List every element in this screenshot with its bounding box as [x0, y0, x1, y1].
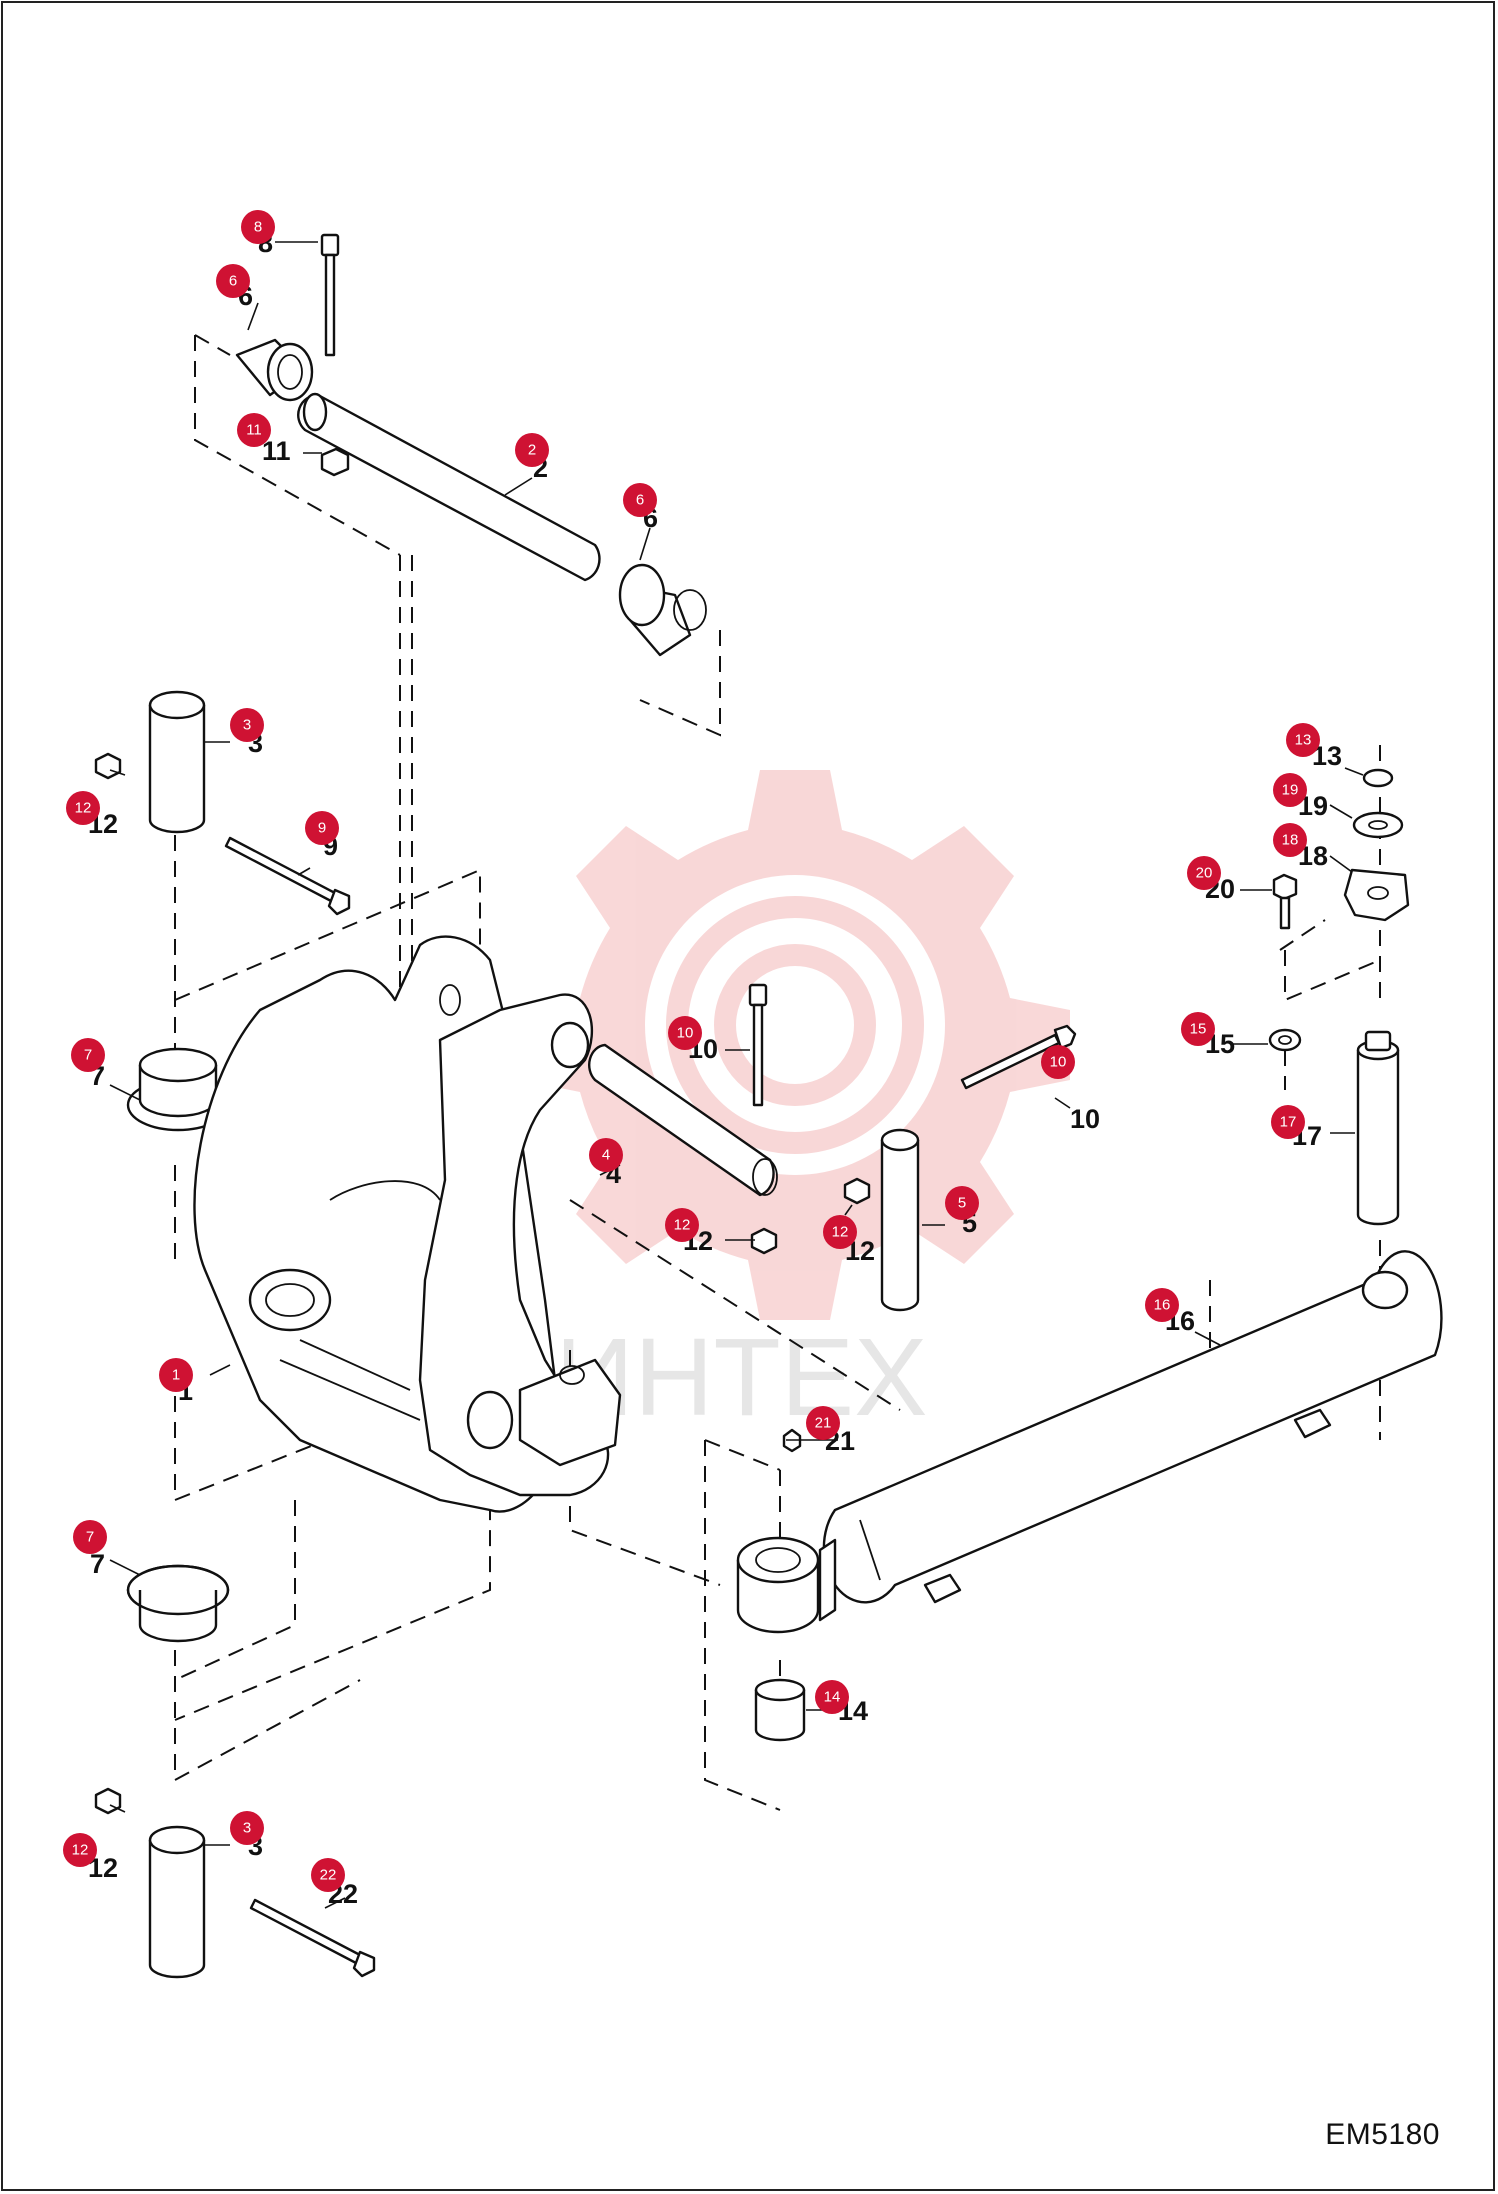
svg-text:18: 18 — [1282, 832, 1299, 849]
callout-badge-5[interactable]: 5 — [945, 1186, 979, 1220]
svg-text:22: 22 — [320, 1867, 337, 1884]
svg-text:7: 7 — [86, 1529, 94, 1546]
bolt-part-8 — [320, 233, 340, 357]
pin-part-5 — [880, 1128, 920, 1312]
callout-badge-6[interactable]: 6 — [216, 264, 250, 298]
bolt-part-10-upper — [748, 983, 768, 1107]
cylinder-eye-part-16 — [736, 1536, 820, 1634]
callout-badge-3[interactable]: 3 — [230, 1811, 264, 1845]
svg-text:3: 3 — [243, 1820, 251, 1837]
swing-frame-part-1 — [193, 935, 622, 1513]
callout-badge-1[interactable]: 1 — [159, 1358, 193, 1392]
pin-part-3-lower — [148, 1825, 206, 1979]
svg-text:16: 16 — [1154, 1297, 1171, 1314]
callout-badge-7[interactable]: 7 — [71, 1038, 105, 1072]
callout-badge-18[interactable]: 18 — [1273, 823, 1307, 857]
nut-part-12-d — [843, 1177, 871, 1205]
callout-badge-9[interactable]: 9 — [305, 811, 339, 845]
callout-badge-12[interactable]: 12 — [823, 1215, 857, 1249]
nut-part-12-a — [94, 752, 122, 780]
svg-text:12: 12 — [832, 1224, 849, 1241]
pin-part-4 — [588, 1043, 778, 1197]
svg-text:9: 9 — [318, 820, 326, 837]
svg-text:19: 19 — [1282, 782, 1299, 799]
callout-badge-13[interactable]: 13 — [1286, 723, 1320, 757]
nut-part-11 — [320, 447, 350, 477]
pin-part-3-upper — [148, 690, 206, 834]
callout-badge-20[interactable]: 20 — [1187, 856, 1221, 890]
washer-part-15 — [1268, 1028, 1302, 1052]
callout-badge-12[interactable]: 12 — [66, 791, 100, 825]
svg-text:8: 8 — [254, 219, 262, 236]
washer-part-19 — [1352, 811, 1404, 839]
bushing-part-7-lower — [126, 1564, 230, 1643]
bushing-part-6-right — [618, 563, 707, 657]
bolt-part-22 — [249, 1898, 376, 1978]
callout-badge-4[interactable]: 4 — [589, 1138, 623, 1172]
svg-text:2: 2 — [528, 442, 536, 459]
svg-text:11: 11 — [246, 422, 262, 439]
bolt-part-20 — [1272, 873, 1298, 930]
callout-badge-22[interactable]: 22 — [311, 1858, 345, 1892]
svg-text:12: 12 — [75, 800, 92, 817]
part-number: 10 — [1070, 1104, 1100, 1134]
snap-ring-part-13 — [1362, 768, 1394, 788]
svg-text:3: 3 — [243, 717, 251, 734]
nut-part-12-c — [750, 1227, 778, 1255]
svg-text:4: 4 — [602, 1147, 610, 1164]
svg-text:5: 5 — [958, 1195, 966, 1212]
bolt-part-10-right — [960, 1024, 1077, 1090]
svg-text:10: 10 — [677, 1025, 694, 1042]
svg-text:21: 21 — [815, 1415, 832, 1432]
callout-badge-19[interactable]: 19 — [1273, 773, 1307, 807]
svg-text:15: 15 — [1190, 1021, 1207, 1038]
svg-text:6: 6 — [229, 273, 237, 290]
svg-text:17: 17 — [1280, 1114, 1297, 1131]
callout-badge-12[interactable]: 12 — [63, 1833, 97, 1867]
bushing-part-6-left — [235, 338, 314, 402]
cylinder-part-16 — [818, 1250, 1443, 1622]
nut-part-12-b — [94, 1787, 122, 1815]
callout-badge-16[interactable]: 16 — [1145, 1288, 1179, 1322]
svg-text:14: 14 — [824, 1689, 841, 1706]
plate-part-18 — [1343, 868, 1410, 922]
part-numbers: 8 6 11 2 6 3 12 9 7 1 4 10 10 12 12 5 16… — [88, 228, 1342, 1909]
callout-badge-10[interactable]: 10 — [668, 1016, 702, 1050]
callout-badge-3[interactable]: 3 — [230, 708, 264, 742]
part-number: 7 — [90, 1549, 105, 1579]
svg-text:12: 12 — [72, 1842, 89, 1859]
callout-badge-10[interactable]: 10 — [1041, 1045, 1075, 1079]
svg-text:7: 7 — [84, 1047, 92, 1064]
callout-badge-15[interactable]: 15 — [1181, 1012, 1215, 1046]
svg-text:13: 13 — [1295, 732, 1312, 749]
callout-badge-8[interactable]: 8 — [241, 210, 275, 244]
callout-badge-14[interactable]: 14 — [815, 1680, 849, 1714]
svg-text:10: 10 — [1050, 1054, 1067, 1071]
svg-text:1: 1 — [172, 1367, 180, 1384]
callout-badge-6[interactable]: 6 — [623, 483, 657, 517]
watermark-logo — [520, 770, 1070, 1320]
svg-text:12: 12 — [674, 1217, 691, 1234]
callout-badge-12[interactable]: 12 — [665, 1208, 699, 1242]
svg-text:6: 6 — [636, 492, 644, 509]
callout-badge-17[interactable]: 17 — [1271, 1105, 1305, 1139]
diagram-code: EM5180 — [1325, 2118, 1440, 2151]
pivot-pin-part-2 — [297, 392, 601, 582]
callout-badge-2[interactable]: 2 — [515, 433, 549, 467]
bushing-part-7-upper — [126, 1047, 230, 1132]
callout-badge-11[interactable]: 11 — [237, 413, 271, 447]
bushing-part-14 — [754, 1678, 806, 1742]
rod-part-17 — [1356, 1030, 1400, 1226]
callout-badge-21[interactable]: 21 — [806, 1406, 840, 1440]
callout-badges: 8 6 11 2 6 3 12 9 7 1 4 10 10 12 12 5 16… — [63, 210, 1320, 1892]
callout-badge-7[interactable]: 7 — [73, 1520, 107, 1554]
svg-text:20: 20 — [1196, 865, 1213, 882]
